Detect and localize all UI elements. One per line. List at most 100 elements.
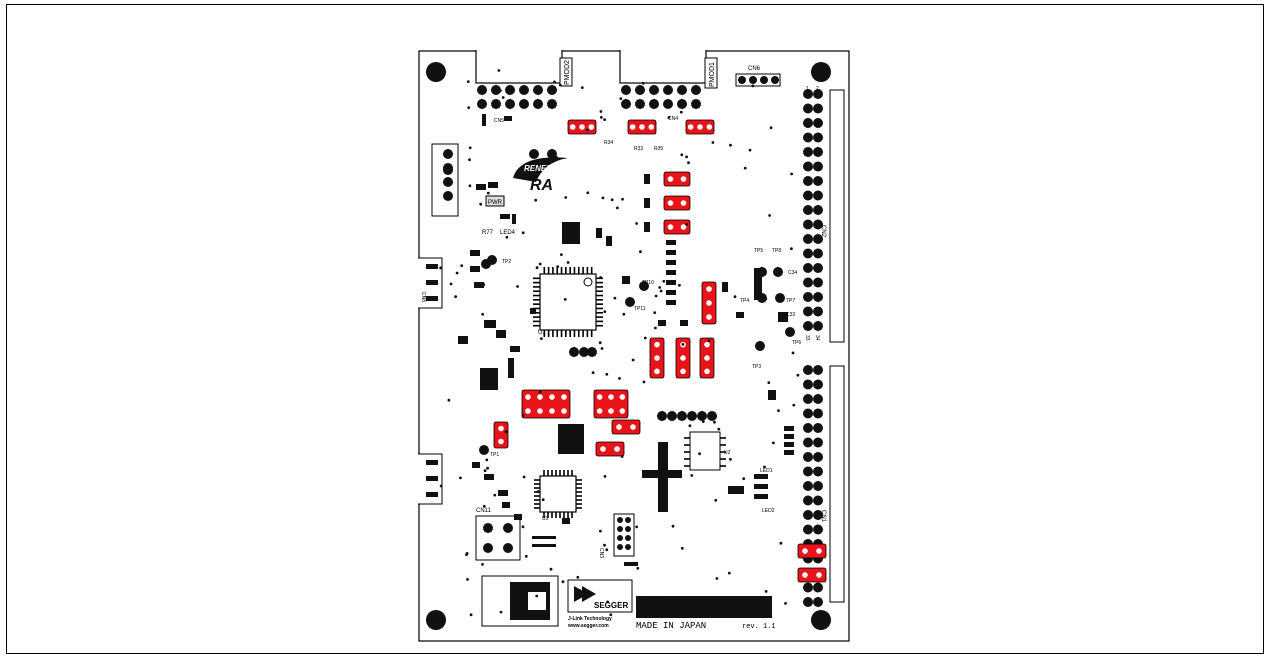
smd-part	[496, 330, 506, 338]
via	[549, 567, 553, 571]
via	[754, 601, 757, 604]
header-pin	[635, 85, 645, 95]
via	[714, 498, 718, 502]
via	[541, 498, 545, 502]
header-pin	[803, 89, 813, 99]
segger-line2: www.segger.com	[567, 623, 609, 629]
jumper-pin	[549, 408, 555, 414]
mounting-hole-bottom-right	[811, 610, 831, 630]
right-header-pins	[803, 89, 823, 607]
smd-part	[484, 474, 494, 480]
via	[685, 223, 688, 226]
jumper-pin	[706, 124, 713, 130]
header-pin	[803, 161, 813, 172]
header-pin	[803, 394, 813, 404]
via	[485, 458, 489, 462]
header-pin	[803, 176, 813, 186]
jumper-pin	[629, 124, 636, 130]
via	[767, 381, 771, 384]
figure-frame	[6, 4, 1264, 654]
via	[459, 476, 462, 480]
cn10-pin	[617, 517, 623, 523]
via	[521, 525, 525, 529]
jumper-red	[797, 567, 827, 583]
via	[687, 161, 690, 165]
via	[790, 172, 793, 176]
via	[521, 414, 525, 417]
test-point	[785, 327, 795, 337]
via	[555, 156, 559, 159]
header-pin	[813, 132, 823, 143]
header-pin	[813, 263, 823, 273]
via	[591, 371, 595, 375]
via	[643, 336, 647, 340]
via	[679, 110, 683, 114]
via	[777, 409, 780, 412]
cn7-pin	[443, 177, 453, 187]
jumper-pin	[537, 408, 543, 414]
smd-part	[502, 502, 510, 508]
smd-part	[472, 462, 480, 468]
jumper-red	[797, 543, 827, 559]
via	[671, 524, 675, 528]
smd-part	[500, 214, 510, 219]
test-point	[773, 267, 783, 277]
renesas-logo-text: RENESAS	[524, 164, 563, 173]
smd-part	[562, 518, 570, 524]
smd-part	[606, 236, 612, 246]
jumper-pin	[654, 341, 660, 348]
smd-part	[784, 450, 794, 455]
regulator-block	[558, 424, 584, 454]
header-pin	[621, 85, 631, 95]
smd-part	[666, 270, 676, 275]
header-pin	[803, 365, 813, 375]
ra-logo-text: RA	[530, 177, 553, 194]
via	[642, 380, 646, 384]
header-pin	[813, 365, 823, 375]
smd-part	[736, 312, 744, 318]
via	[468, 184, 472, 188]
header-pin	[477, 85, 487, 95]
smd-part	[532, 544, 556, 547]
header-pin	[649, 85, 659, 95]
jumper-pin	[525, 408, 531, 414]
tp11-label: TP11	[634, 306, 646, 312]
cn10-pin	[617, 526, 623, 532]
via	[680, 546, 684, 550]
test-point	[479, 445, 489, 455]
via	[641, 81, 645, 85]
header-pin	[803, 466, 813, 477]
test-points	[443, 149, 795, 455]
header-pin	[813, 394, 823, 404]
cn6-pin	[760, 76, 768, 84]
header-pin	[813, 89, 823, 99]
via	[632, 300, 635, 304]
via	[654, 326, 657, 330]
via	[701, 420, 705, 423]
revision-label: rev. 1.1	[742, 623, 776, 631]
jumpers	[493, 119, 827, 583]
header-pin	[813, 481, 823, 491]
test-point	[547, 149, 557, 159]
via	[729, 143, 732, 147]
via	[620, 455, 624, 458]
cn10-pin	[625, 544, 631, 550]
jumper-pin	[667, 224, 674, 230]
ic-u2	[684, 431, 726, 471]
header-pin	[803, 132, 813, 143]
via	[601, 196, 605, 200]
via	[784, 602, 787, 605]
via	[486, 466, 489, 470]
cn4-label: CN4	[668, 116, 678, 122]
via	[499, 89, 502, 92]
segger-line1: J-Link Technology	[568, 616, 612, 622]
via	[690, 474, 694, 477]
regulator-tab-window	[528, 592, 546, 610]
jumper-pin	[616, 424, 622, 430]
via	[654, 294, 658, 298]
jumper-pin	[619, 408, 626, 414]
via	[553, 80, 556, 84]
cn6-pin	[738, 76, 746, 84]
via	[610, 198, 614, 202]
jumper-pin	[802, 548, 808, 554]
